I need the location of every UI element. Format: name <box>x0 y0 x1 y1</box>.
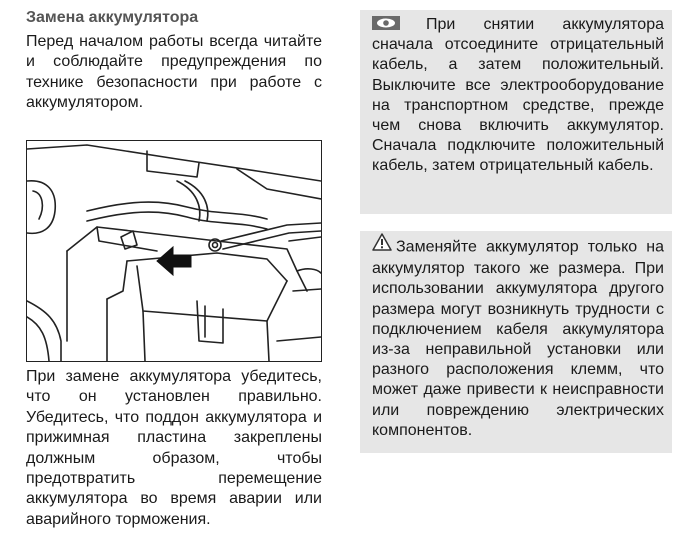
eye-icon <box>372 15 400 30</box>
warning-triangle-icon <box>372 233 392 257</box>
section-title: Замена аккумулятора <box>26 9 199 26</box>
engine-bay-drawing <box>27 144 321 361</box>
battery-illustration <box>26 140 322 362</box>
warning-note-text: Заменяйте аккумулятор только на аккумуля… <box>372 238 664 439</box>
replacement-paragraph: При замене аккумулятора убедитесь, что о… <box>26 368 322 528</box>
intro-block: Замена аккумулятора Перед началом работы… <box>26 8 322 114</box>
intro-paragraph: Перед началом работы всегда читайте и со… <box>26 33 322 112</box>
arrow-indicator <box>156 245 192 277</box>
info-note: При снятии аккумулятора сначала отсоедин… <box>360 10 672 214</box>
warning-note: Заменяйте аккумулятор только на аккумуля… <box>360 231 672 453</box>
replacement-block: При замене аккумулятора убедитесь, что о… <box>26 367 322 530</box>
info-note-text: При снятии аккумулятора сначала отсоедин… <box>372 16 664 175</box>
